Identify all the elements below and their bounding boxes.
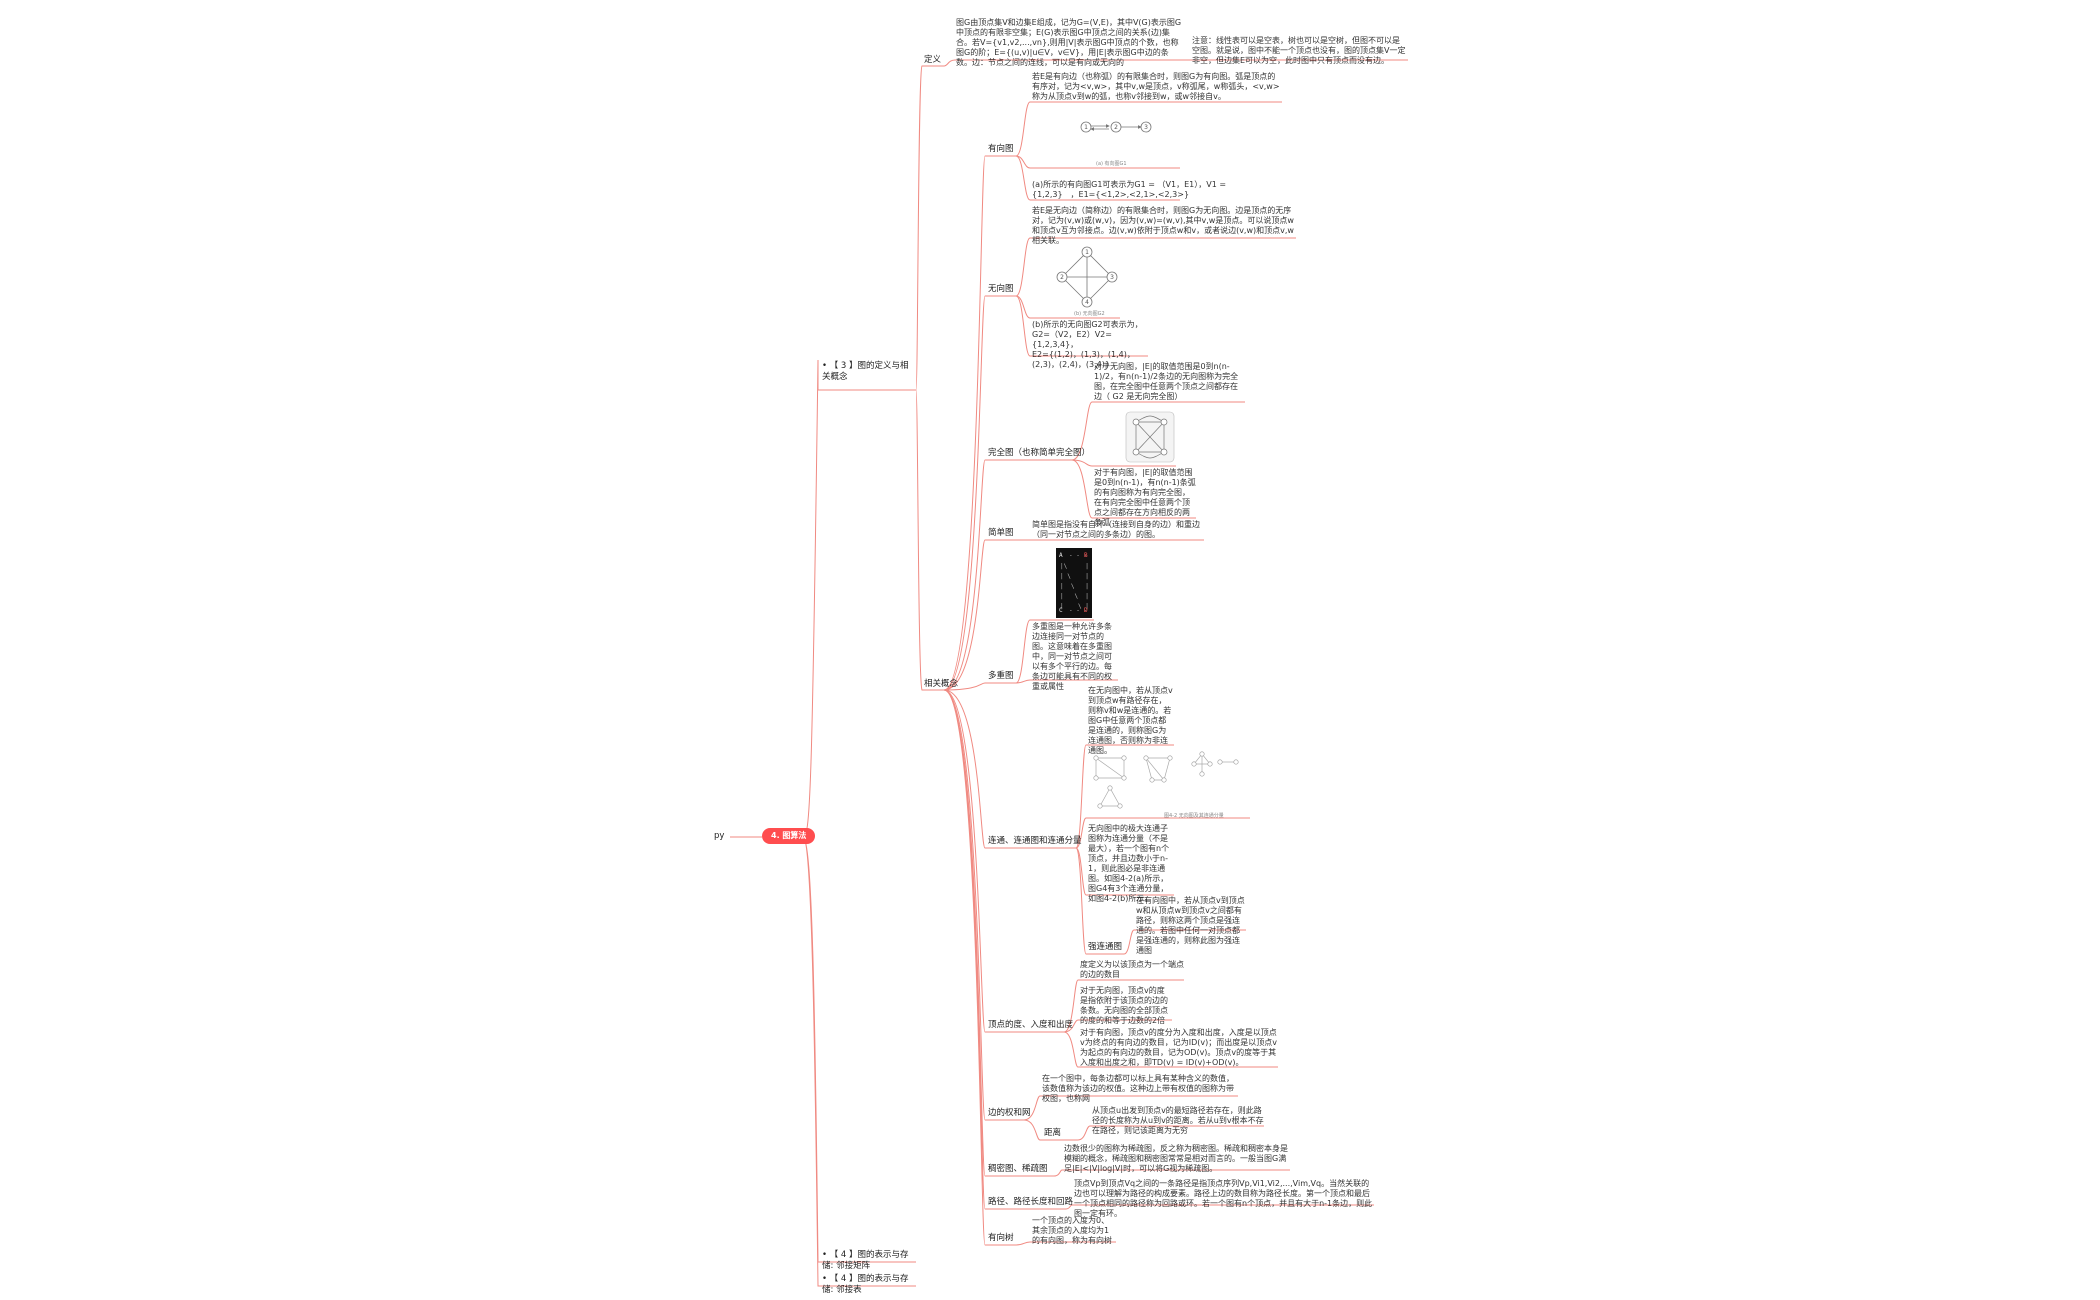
complete-directed-text: 对于有向图，|E|的取值范围是0到n(n-1)，有n(n-1)条弧的有向图称为有…	[1094, 468, 1196, 527]
connected-components-figure	[1093, 751, 1239, 809]
g2-node-3: 3	[1110, 274, 1114, 281]
node-connectivity[interactable]: 连通、连通图和连通分量	[988, 836, 1082, 846]
g1-node-3: 3	[1144, 124, 1148, 131]
g2-node-1: 1	[1085, 249, 1089, 256]
node-directed-tree[interactable]: 有向树	[988, 1233, 1014, 1243]
node-related-concepts[interactable]: 相关概念	[924, 679, 959, 689]
multigraph-edge-cd: - - -	[1069, 607, 1088, 614]
undirected-figure-caption: (b) 无向图G2	[1074, 311, 1105, 317]
edge-weight-text: 在一个图中，每条边都可以标上具有某种含义的数值，该数值称为该边的权值。这种边上带…	[1042, 1074, 1234, 1103]
path-text: 顶点Vp到顶点Vq之间的一条路径是指顶点序列Vp,Vi1,Vi2,...,Vim…	[1074, 1179, 1373, 1218]
distance-text: 从顶点u出发到顶点v的最短路径若存在，则此路径的长度称为从u到v的距离。若从u到…	[1092, 1106, 1264, 1135]
undirected-graph-figure: 1 2 3 4	[1056, 246, 1118, 308]
multigraph-node-b: B	[1084, 552, 1088, 559]
complete-graph-figure	[1125, 411, 1175, 463]
root-node[interactable]: 4. 图算法	[762, 828, 816, 844]
g2-node-4: 4	[1085, 299, 1089, 306]
strongly-connected-text: 在有向图中，若从顶点v到顶点w和从顶点w到顶点v之间都有路径，则称这两个顶点是强…	[1136, 896, 1245, 955]
degree-directed: 对于有向图，顶点v的度分为入度和出度，入度是以顶点v为终点的有向边的数目，记为I…	[1080, 1028, 1277, 1067]
directed-text: 若E是有向边（也称弧）的有限集合时，则图G为有向图。弧是顶点的有序对，记为<v,…	[1032, 72, 1280, 101]
directed-tree-text: 一个顶点的入度为0、其余顶点的入度均为1的有向图，称为有向树	[1032, 1216, 1112, 1245]
directed-graph-figure: 1 2 3	[1080, 121, 1152, 133]
section-3-label: • 【 3 】图的定义与相关概念	[822, 361, 909, 382]
node-distance[interactable]: 距离	[1044, 1128, 1062, 1138]
g1-node-1: 1	[1084, 124, 1088, 131]
node-definition[interactable]: 定义	[924, 55, 942, 65]
multigraph-figure: A - - - B |\ | | \ | | \ | | \ | | \ | C…	[1056, 548, 1092, 618]
multigraph-node-a: A	[1059, 552, 1063, 559]
node-simple-graph[interactable]: 简单图	[988, 528, 1014, 538]
node-path-cycle[interactable]: 路径、路径长度和回路	[988, 1197, 1074, 1207]
node-dense-sparse[interactable]: 稠密图、稀疏图	[988, 1164, 1048, 1174]
definition-text: 图G由顶点集V和边集E组成，记为G=(V,E)，其中V(G)表示图G中顶点的有限…	[956, 18, 1182, 67]
degree-undirected: 对于无向图，顶点v的度是指依附于该顶点的边的条数。无向图的全部顶点的度的和等于边…	[1080, 986, 1168, 1025]
simple-graph-text: 简单图是指没有自环（连接到自身的边）和重边（同一对节点之间的多条边）的图。	[1032, 520, 1200, 539]
connectivity-text: 在无向图中，若从顶点v到顶点w有路径存在，则称v和w是连通的。若图G中任意两个顶…	[1088, 686, 1173, 755]
section-4-matrix[interactable]: • 【 4 】图的表示与存储: 邻接矩阵	[822, 1250, 909, 1271]
g1-node-2: 2	[1114, 124, 1118, 131]
section-3-definitions[interactable]: • 【 3 】图的定义与相关概念	[822, 361, 914, 383]
complete-undirected-text: 对于无向图，|E|的取值范围是0到n(n-1)/2，有n(n-1)/2条边的无向…	[1094, 362, 1239, 401]
node-multigraph[interactable]: 多重图	[988, 671, 1014, 681]
node-undirected-graph[interactable]: 无向图	[988, 284, 1014, 294]
node-complete-graph[interactable]: 完全图（也称简单完全图）	[988, 448, 1091, 458]
multigraph-edge-ab: - - -	[1069, 552, 1088, 559]
node-directed-graph[interactable]: 有向图	[988, 144, 1014, 154]
multigraph-node-d: D	[1084, 607, 1088, 614]
section-4-list[interactable]: • 【 4 】图的表示与存储: 邻接表	[822, 1274, 909, 1295]
undirected-text: 若E是无向边（简称边）的有限集合时，则图G为无向图。边是顶点的无序对，记为(v,…	[1032, 206, 1294, 245]
degree-definition: 度定义为以该顶点为一个端点的边的数目	[1080, 960, 1184, 979]
node-strongly-connected[interactable]: 强连通图	[1088, 942, 1123, 952]
definition-note: 注意：线性表可以是空表，树也可以是空树，但图不可以是空图。就是说，图中不能一个顶…	[1192, 36, 1406, 65]
directed-figure-caption: (a) 有向图G1	[1096, 161, 1127, 167]
multigraph-text: 多重图是一种允许多条边连接同一对节点的图。这意味着在多重图中，同一对节点之间可以…	[1032, 622, 1112, 691]
undirected-example: (b)所示的无向图G2可表示为， G2=（V2，E2）V2={1,2,3,4}，…	[1032, 320, 1143, 369]
left-label: py	[714, 831, 725, 841]
g2-node-2: 2	[1060, 274, 1064, 281]
connectivity-figure-caption: 图4-2 无向图及其连通分量	[1164, 813, 1224, 819]
dense-sparse-text: 边数很少的图称为稀疏图，反之称为稠密图。稀疏和稠密本身是模糊的概念，稀疏图和稠密…	[1064, 1144, 1288, 1173]
multigraph-edges-middle: |\ | | \ | | \ | | \ | | \ |	[1060, 563, 1089, 610]
connected-component-text: 无向图中的极大连通子图称为连通分量（不是最大），若一个图有n个顶点，并且边数小于…	[1088, 824, 1170, 903]
node-vertex-degree[interactable]: 顶点的度、入度和出度	[988, 1020, 1074, 1030]
multigraph-node-c: C	[1059, 607, 1063, 614]
directed-example: (a)所示的有向图G1可表示为G1 = （V1，E1），V1 = {1,2,3}…	[1032, 180, 1227, 199]
node-edge-weight[interactable]: 边的权和网	[988, 1108, 1031, 1118]
